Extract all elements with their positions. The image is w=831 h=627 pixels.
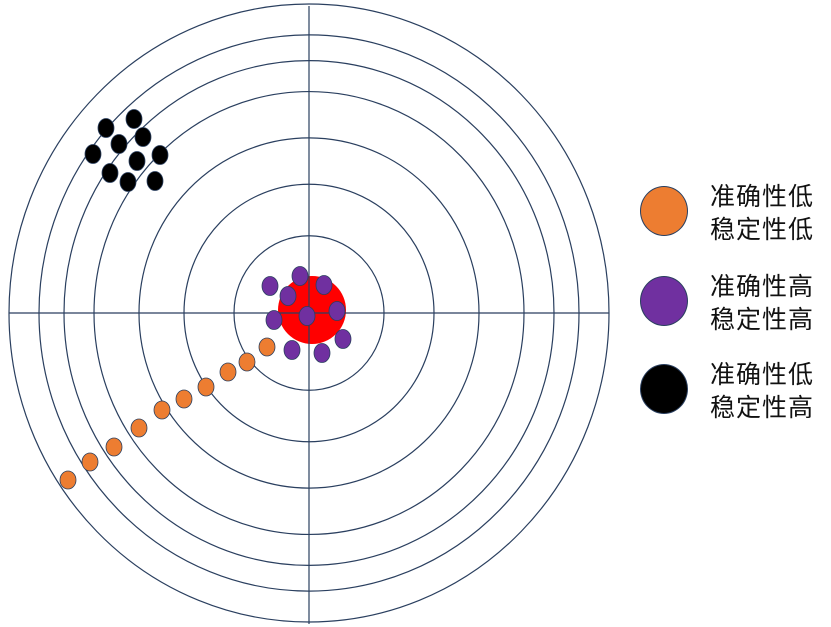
- orange-dot-5: [153, 400, 171, 420]
- legend-label-stability: 稳定性低: [710, 215, 815, 244]
- legend-label: 准确性高 稳定性高: [710, 270, 814, 336]
- legend-label: 准确性低 稳定性低: [710, 180, 814, 246]
- orange-dot-6: [175, 389, 193, 409]
- legend-label-stability: 稳定性高: [710, 393, 815, 422]
- purple-dot-1: [261, 276, 279, 296]
- orange-dot-9: [238, 352, 256, 372]
- orange-dot-7: [197, 377, 215, 397]
- target-diagram: [8, 3, 610, 624]
- black-dot-5: [84, 144, 102, 164]
- black-dot-3: [110, 134, 128, 154]
- legend-item-low-accuracy-low-stability: 准确性低 稳定性低: [638, 180, 828, 250]
- legend-label: 准确性低 稳定性高: [710, 358, 814, 424]
- black-dot-10: [146, 171, 164, 191]
- purple-dot-8: [283, 340, 301, 360]
- purple-dot-2: [291, 266, 309, 286]
- legend-label-accuracy: 准确性低: [710, 360, 815, 389]
- black-dot-6: [128, 151, 146, 171]
- purple-dot-9: [313, 343, 331, 363]
- legend-item-high-accuracy-high-stability: 准确性高 稳定性高: [638, 270, 828, 340]
- purple-dot-5: [265, 310, 283, 330]
- legend-swatch-black: [640, 364, 688, 414]
- legend-swatch-purple: [640, 276, 688, 326]
- purple-dot-3: [315, 275, 333, 295]
- orange-dot-2: [81, 452, 99, 472]
- legend-label-accuracy: 准确性低: [710, 182, 815, 211]
- black-dot-group: [84, 109, 169, 192]
- black-dot-4: [134, 127, 152, 147]
- purple-dot-10: [334, 329, 352, 349]
- orange-dot-4: [130, 418, 148, 438]
- orange-dot-group: [59, 337, 276, 490]
- legend-label-stability: 稳定性高: [710, 305, 815, 334]
- purple-dot-6: [298, 306, 316, 326]
- black-dot-9: [119, 172, 137, 192]
- black-dot-7: [151, 145, 169, 165]
- purple-dot-7: [328, 301, 346, 321]
- black-dot-8: [101, 163, 119, 183]
- orange-dot-10: [258, 337, 276, 357]
- legend-item-low-accuracy-high-stability: 准确性低 稳定性高: [638, 358, 828, 428]
- legend-swatch-orange: [640, 186, 688, 236]
- orange-dot-3: [105, 437, 123, 457]
- black-dot-1: [97, 118, 115, 138]
- purple-dot-4: [279, 286, 297, 306]
- purple-dot-group: [261, 266, 352, 363]
- orange-dot-1: [59, 470, 77, 490]
- legend-label-accuracy: 准确性高: [710, 272, 815, 301]
- black-dot-2: [125, 109, 143, 129]
- orange-dot-8: [219, 362, 237, 382]
